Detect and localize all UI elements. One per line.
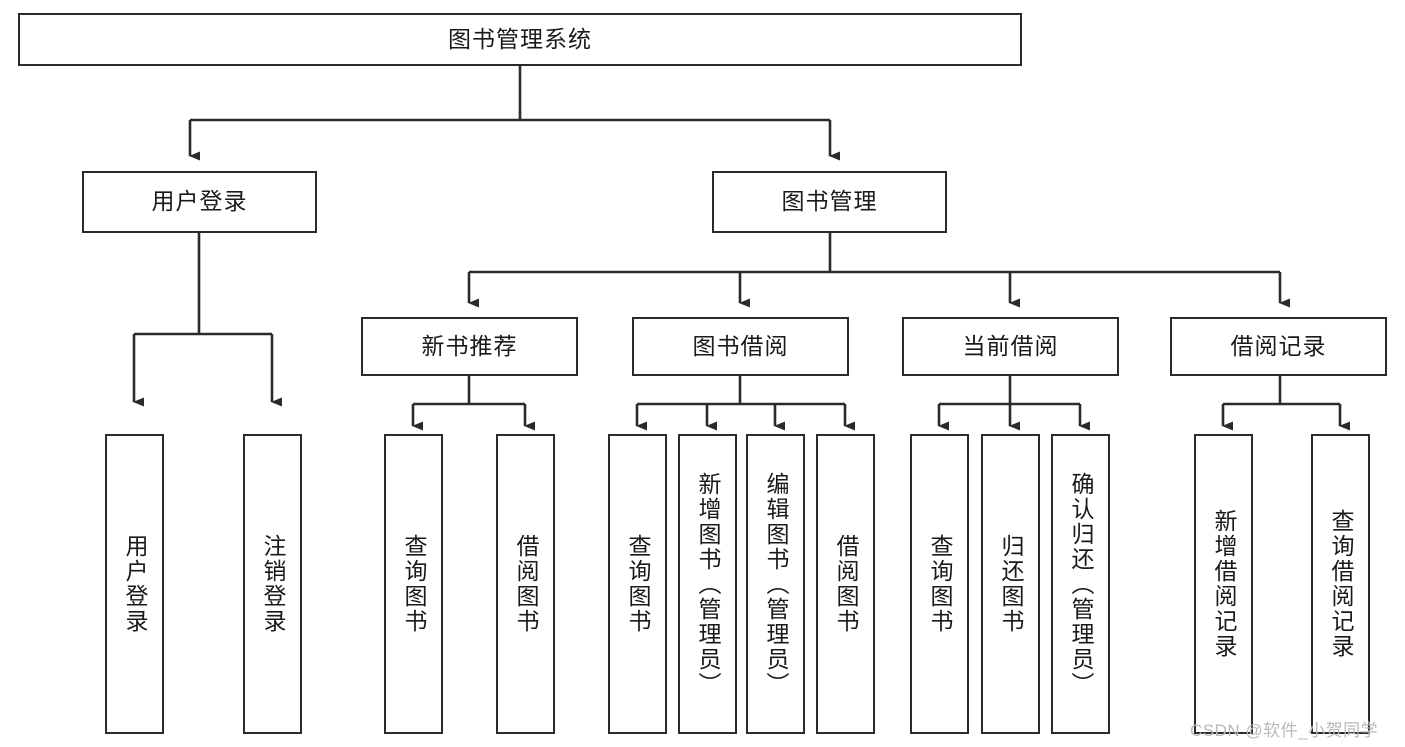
node-book-borrow[interactable]: 图书借阅 (632, 317, 849, 376)
leaf-borrow-book[interactable]: 借阅图书 (816, 434, 875, 734)
node-label: 图书借阅 (692, 332, 789, 359)
node-borrow-record[interactable]: 借阅记录 (1170, 317, 1387, 376)
leaf-user-login[interactable]: 用户登录 (105, 434, 164, 734)
leaf-logout[interactable]: 注销登录 (243, 434, 302, 734)
node-label: 归还图书 (998, 534, 1025, 634)
leaf-add-book-admin[interactable]: 新增图书（管理员） (678, 434, 737, 734)
node-label: 图书管理 (781, 188, 878, 215)
csdn-watermark: CSDN @软件_小贺同学 (1190, 721, 1379, 740)
node-label: 编辑图书（管理员） (763, 471, 790, 697)
node-label: 借阅图书 (513, 534, 540, 634)
node-label: 新增图书（管理员） (695, 471, 722, 697)
leaf-query-book-recommend[interactable]: 查询图书 (384, 434, 443, 734)
node-label: 用户登录 (122, 534, 149, 634)
node-label: 借阅图书 (833, 534, 860, 634)
node-label: 查询图书 (625, 534, 652, 634)
node-current-borrow[interactable]: 当前借阅 (902, 317, 1119, 376)
node-new-book-recommend[interactable]: 新书推荐 (361, 317, 578, 376)
node-label: 当前借阅 (962, 332, 1059, 359)
leaf-query-book-borrow[interactable]: 查询图书 (608, 434, 667, 734)
leaf-borrow-book-recommend[interactable]: 借阅图书 (496, 434, 555, 734)
node-book-management[interactable]: 图书管理 (712, 171, 947, 233)
leaf-add-borrow-record[interactable]: 新增借阅记录 (1194, 434, 1253, 734)
node-label: 查询借阅记录 (1328, 509, 1355, 659)
node-label: 查询图书 (401, 534, 428, 634)
leaf-query-book-current[interactable]: 查询图书 (910, 434, 969, 734)
node-label: 新书推荐 (421, 332, 518, 359)
leaf-edit-book-admin[interactable]: 编辑图书（管理员） (746, 434, 805, 734)
node-root-book-management-system[interactable]: 图书管理系统 (18, 13, 1022, 66)
leaf-query-borrow-record[interactable]: 查询借阅记录 (1311, 434, 1370, 734)
node-label: 确认归还（管理员） (1068, 471, 1095, 697)
leaf-return-book[interactable]: 归还图书 (981, 434, 1040, 734)
node-label: 注销登录 (260, 534, 287, 634)
node-label: 查询图书 (927, 534, 954, 634)
leaf-confirm-return-admin[interactable]: 确认归还（管理员） (1051, 434, 1110, 734)
node-label: 用户登录 (151, 188, 248, 215)
node-label: 新增借阅记录 (1211, 509, 1238, 659)
node-label: 图书管理系统 (448, 25, 592, 52)
node-user-login[interactable]: 用户登录 (82, 171, 317, 233)
node-label: 借阅记录 (1230, 332, 1327, 359)
